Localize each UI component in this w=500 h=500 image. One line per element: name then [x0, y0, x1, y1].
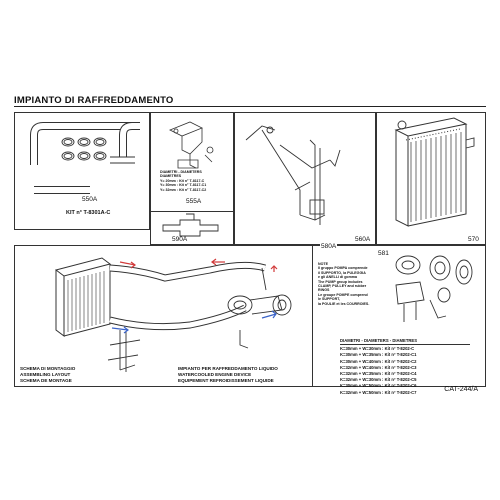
diameter-table-heading: DIAMETRI - DIAMETERS - DIAMETRES [340, 338, 470, 346]
panel-580a-code: 580A [320, 243, 338, 250]
catalog-code: CAT-244/A [444, 386, 478, 393]
diameter-table-heading: DIAMETRES [160, 174, 182, 179]
panel-555a [150, 112, 234, 213]
diameter-table-row: K=30mm + W=50mm : Kit n° T-8202-C6 [340, 383, 417, 389]
note-line: la POULIE et les COURROIES. [318, 301, 370, 306]
diameter-table-580a: DIAMETRI - DIAMETERS - DIAMETRES K=30mm … [340, 338, 470, 396]
pump-note: NOTE Il gruppo POMPA comprende il SUPPOR… [318, 262, 390, 306]
assembly-mount [107, 330, 141, 372]
caption-line: SCHEMA DI MONTAGGIO [20, 366, 76, 371]
clamps-drawing [61, 137, 107, 161]
hose-drawing [30, 122, 140, 194]
page-title: IMPIANTO DI RAFFREDDAMENTO [14, 95, 174, 106]
panel-580a [312, 245, 486, 387]
diameter-table-heading: DIAMETRI - DIAMETERS [160, 170, 202, 174]
title-rule [14, 106, 486, 107]
flow-arrows [111, 258, 278, 334]
note-line: le SUPPORT, [318, 297, 340, 302]
caption-line: SCHEMA DE MONTAGE [20, 378, 72, 383]
diameter-table-row: K=30mm + W=30mm : Kit n° T-8202-C [340, 346, 415, 352]
diameter-table-row: K=32mm + W=50mm : Kit n° T-8202-C7 [340, 389, 417, 395]
pump-parts-drawing [395, 255, 473, 322]
note-line: il SUPPORTO, la PULEGGIA [318, 270, 366, 275]
note-line: Le groupe POMPE comprend [318, 292, 368, 297]
diameter-table-row: Y= 20mm : Kit n° T-8117-C [160, 178, 205, 183]
diameter-table-row: Y= 30mm : Kit n° T-8117-C1 [160, 183, 207, 188]
cooling-system-caption: IMPIANTO PER RAFFREDDAMENTO LIQUIDO WATE… [178, 366, 278, 384]
fitting-drawing [162, 213, 219, 237]
note-line: Il gruppo POMPA comprende [318, 266, 368, 271]
assembly-pump [227, 267, 292, 349]
panel-590a [150, 211, 234, 245]
diameter-table-555a: DIAMETRI - DIAMETERS DIAMETRES Y= 20mm :… [160, 170, 230, 192]
diameter-table-row: K=32mm + W=30mm : Kit n° T-8202-C5 [340, 377, 417, 383]
panel-555a-code: 555A [186, 198, 202, 205]
note-line: The PUMP group includes [318, 279, 363, 284]
assembly-layout-caption: SCHEMA DI MONTAGGIO ASSEMBLING LAYOUT SC… [20, 366, 75, 384]
panel-570-code: 570 [468, 236, 479, 243]
panel-550a-code: 550A [82, 196, 98, 203]
panel-560a-code: 560A [355, 236, 371, 243]
diameter-table-row: Y= 32mm : Kit n° T-8117-C2 [160, 187, 207, 192]
caption-line: IMPIANTO PER RAFFREDDAMENTO LIQUIDO [178, 366, 278, 371]
radiator-drawing [394, 117, 468, 227]
bracket-drawing [169, 121, 214, 169]
caption-line: WATERCOOLED ENGINE DEVICE [178, 372, 252, 377]
diameter-table-row: K=32mm + W=35mm : Kit n° T-8202-C4 [340, 371, 417, 377]
caption-line: ASSEMBLING LAYOUT [20, 372, 71, 377]
diameter-table-row: K=32mm + W=40mm : Kit n° T-8202-C3 [340, 364, 417, 370]
caption-line: EQUIPEMENT REFROIDISSEMENT LIQUIDE [178, 378, 274, 383]
mount-drawing [245, 125, 341, 225]
note-line: CLAMP, PULLEY and rubber [318, 284, 367, 289]
panel-560a [234, 112, 376, 245]
assembly-radiator [54, 257, 112, 337]
note-line: e gli ANELLI di gomma [318, 275, 358, 280]
panel-590a-code: 590A [172, 236, 188, 243]
panel-580a-ref: 581 [378, 250, 389, 257]
panel-550a-kit: KIT n° T-8301A-C [66, 210, 111, 216]
diameter-table-row: K=30mm + W=35mm : Kit n° T-8202-C1 [340, 352, 417, 358]
note-line: RINGS [318, 288, 330, 293]
note-line: NOTE [318, 262, 328, 266]
diameter-table-row: K=30mm + W=40mm : Kit n° T-8202-C2 [340, 358, 417, 364]
